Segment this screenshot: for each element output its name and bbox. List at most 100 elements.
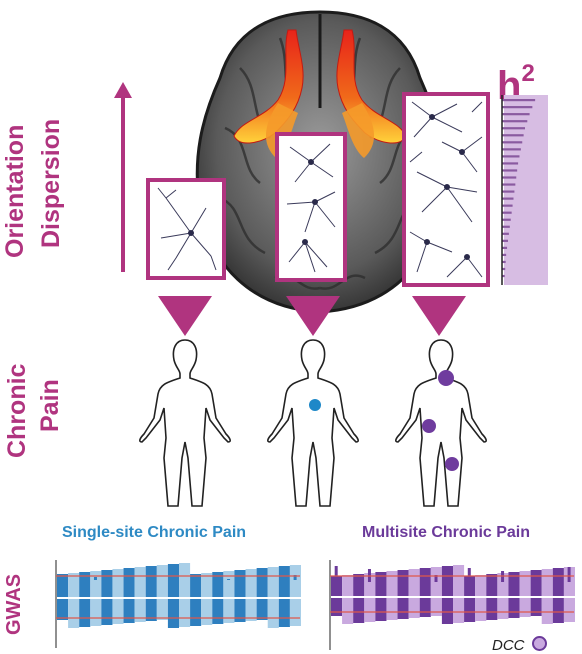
h2-bar bbox=[502, 267, 506, 271]
gwas-band-lower bbox=[453, 598, 465, 623]
gwas-band-lower bbox=[101, 599, 113, 625]
gwas-peak bbox=[93, 577, 97, 580]
h2-bar bbox=[502, 127, 525, 130]
h2-bar bbox=[502, 169, 518, 172]
h2-bar-panel bbox=[501, 95, 548, 285]
gwas-band-upper bbox=[212, 572, 224, 597]
gwas-peak bbox=[60, 574, 64, 580]
gwas-band-lower bbox=[223, 599, 235, 623]
h2-bar bbox=[502, 155, 520, 158]
gwas-band-upper bbox=[353, 574, 365, 596]
pain-site-dot bbox=[422, 419, 436, 433]
gwas-band-upper bbox=[90, 571, 102, 597]
up-arrow-icon bbox=[114, 82, 132, 272]
gwas-band-upper bbox=[364, 573, 376, 596]
down-triangle-mid bbox=[286, 296, 340, 336]
gwas-band-lower bbox=[145, 599, 157, 621]
gwas-band-upper bbox=[508, 572, 520, 596]
gwas-band-upper bbox=[134, 567, 146, 597]
pain-site-dot bbox=[438, 370, 454, 386]
gwas-peak bbox=[467, 568, 471, 582]
gwas-band-lower bbox=[79, 599, 91, 627]
gwas-band-upper bbox=[342, 575, 354, 596]
h2-bar bbox=[502, 183, 516, 186]
gwas-band-lower bbox=[123, 599, 135, 623]
gwas-band-lower bbox=[167, 599, 179, 628]
gwas-band-upper bbox=[441, 566, 453, 596]
h2-bar bbox=[502, 106, 533, 109]
neuron-box-high bbox=[402, 92, 490, 287]
body-outline-single-site bbox=[267, 339, 359, 507]
gwas-band-lower bbox=[563, 598, 575, 622]
gwas-band-lower bbox=[475, 598, 487, 621]
gwas-band-upper bbox=[289, 565, 301, 597]
gwas-band-lower bbox=[57, 599, 69, 620]
gwas-band-lower bbox=[530, 598, 542, 616]
gwas-band-lower bbox=[441, 598, 453, 624]
gwas-band-upper bbox=[112, 569, 124, 597]
gwas-band-lower bbox=[134, 599, 146, 622]
dispersion-label: Dispersion bbox=[37, 118, 65, 248]
gwas-band-lower bbox=[201, 599, 213, 625]
gwas-single-title: Single-site Chronic Pain bbox=[62, 524, 247, 541]
gwas-band-upper bbox=[419, 568, 431, 596]
gwas-band-lower bbox=[112, 599, 124, 624]
gwas-band-upper bbox=[223, 571, 235, 597]
h2-bar bbox=[502, 239, 508, 242]
gwas-band-upper bbox=[167, 564, 179, 597]
gwas-band-upper bbox=[145, 566, 157, 597]
gwas-band-lower bbox=[375, 598, 387, 621]
neuron-box-low bbox=[146, 178, 226, 280]
gwas-band-lower bbox=[190, 599, 202, 626]
h2-bar bbox=[502, 113, 530, 116]
h2-bar bbox=[502, 211, 512, 214]
gwas-band-lower bbox=[331, 598, 343, 616]
down-triangle-high bbox=[412, 296, 466, 336]
gwas-band-upper bbox=[101, 570, 113, 597]
gwas-band-upper bbox=[245, 569, 257, 597]
gwas-band-lower bbox=[156, 599, 168, 620]
h2-bar bbox=[502, 134, 524, 137]
gwas-band-lower bbox=[90, 599, 102, 626]
gwas-band-lower bbox=[278, 599, 290, 627]
h2-bar bbox=[502, 274, 505, 278]
gwas-peak bbox=[534, 574, 538, 582]
body-outline-multisite bbox=[395, 339, 487, 507]
pain-site-dot bbox=[309, 399, 321, 411]
gwas-band-upper bbox=[201, 573, 213, 597]
h2-bar bbox=[502, 218, 511, 221]
h2-bar bbox=[502, 190, 515, 193]
h2-bar bbox=[502, 253, 507, 257]
gwas-band-upper bbox=[256, 568, 268, 597]
gwas-band-lower bbox=[256, 599, 268, 620]
gwas-band-upper bbox=[397, 570, 409, 596]
h2-bar bbox=[502, 225, 510, 228]
gwas-label: GWAS bbox=[3, 573, 25, 635]
gwas-band-upper bbox=[453, 565, 465, 596]
heat-map-overlay bbox=[233, 29, 407, 158]
gwas-band-upper bbox=[57, 574, 69, 597]
gwas-band-upper bbox=[375, 572, 387, 596]
h2-bar bbox=[502, 204, 513, 207]
gwas-band-lower bbox=[419, 598, 431, 617]
gwas-band-lower bbox=[430, 598, 442, 616]
gwas-multi-title: Multisite Chronic Pain bbox=[362, 524, 531, 541]
h2-bar bbox=[502, 176, 517, 179]
gwas-band-lower bbox=[353, 598, 365, 623]
gwas-band-lower bbox=[289, 599, 301, 626]
chronic-label: Chronic bbox=[3, 363, 31, 458]
h2-bar bbox=[502, 141, 523, 144]
dcc-gene-label: DCC bbox=[492, 636, 547, 654]
gwas-band-lower bbox=[408, 598, 420, 618]
gwas-peak bbox=[193, 576, 197, 580]
gwas-peak bbox=[227, 579, 231, 580]
down-triangle-low bbox=[158, 296, 212, 336]
gwas-band-upper bbox=[179, 563, 191, 597]
gwas-band-upper bbox=[190, 574, 202, 597]
pain-site-dot bbox=[445, 457, 459, 471]
gwas-band-lower bbox=[486, 598, 498, 620]
h2-bar bbox=[502, 232, 509, 235]
gwas-band-upper bbox=[79, 572, 91, 597]
gwas-band-upper bbox=[123, 568, 135, 597]
h2-exponent: 2 bbox=[521, 60, 535, 87]
